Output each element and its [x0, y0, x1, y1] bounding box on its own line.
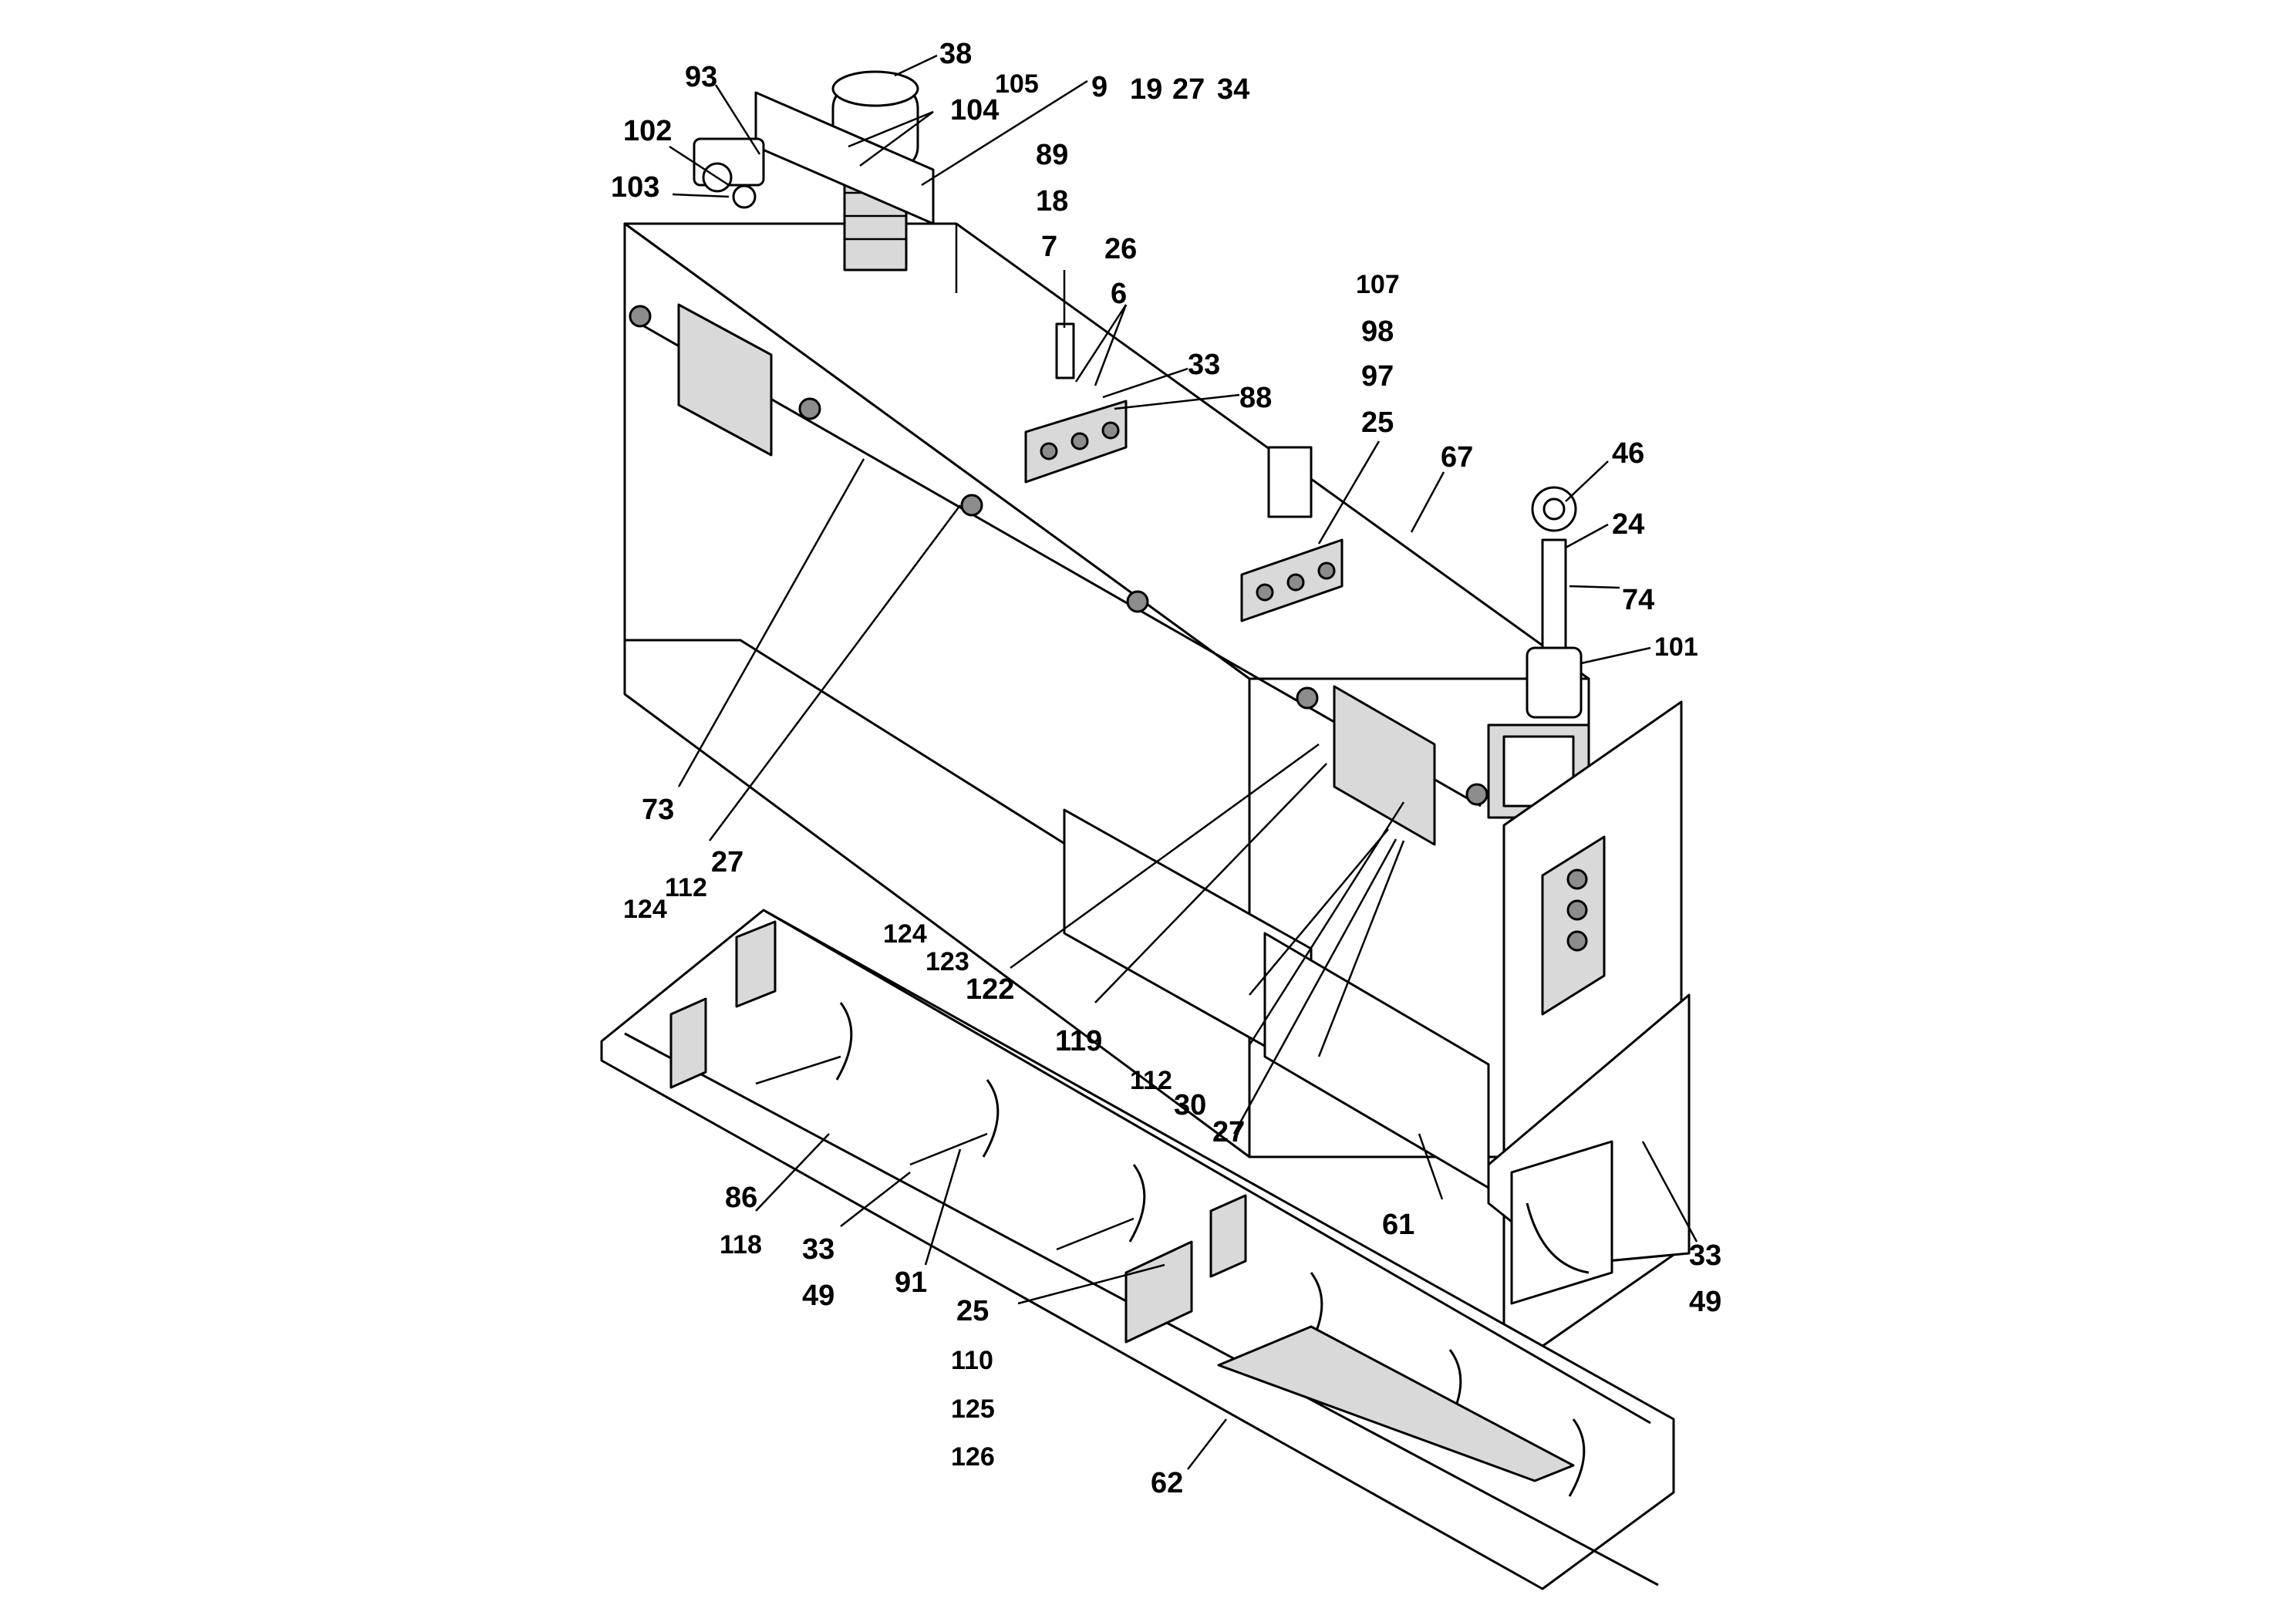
callout-labels: 38 105 9 19 27 34 93 104 102 103 89 18 7…	[611, 38, 1721, 1499]
callout-25: 25	[956, 1295, 989, 1327]
callout-123: 123	[925, 947, 969, 976]
callout-125: 125	[951, 1394, 995, 1424]
callout-38: 38	[939, 38, 972, 70]
callout-91: 91	[895, 1266, 927, 1299]
callout-102: 102	[623, 115, 672, 147]
callout-6: 6	[1111, 278, 1127, 310]
callout-126: 126	[951, 1442, 995, 1472]
callout-112: 112	[665, 873, 707, 902]
callout-103: 103	[611, 171, 659, 204]
callout-67: 67	[1441, 441, 1473, 474]
callout-110: 110	[951, 1346, 993, 1375]
callout-18: 18	[1036, 185, 1068, 218]
side-chute	[1487, 993, 1691, 1305]
callout-124: 124	[623, 895, 667, 924]
callout-27: 27	[1212, 1116, 1245, 1148]
callout-118: 118	[720, 1230, 762, 1259]
lower-trough	[600, 909, 1675, 1590]
callout-27: 27	[711, 846, 743, 878]
callout-7: 7	[1041, 231, 1057, 263]
callout-97: 97	[1361, 360, 1394, 393]
callout-9: 9	[1091, 71, 1108, 103]
callout-33: 33	[1188, 349, 1220, 381]
callout-88: 88	[1239, 382, 1272, 414]
callout-46: 46	[1612, 437, 1644, 470]
callout-86: 86	[725, 1182, 757, 1214]
callout-107: 107	[1356, 270, 1400, 299]
callout-49: 49	[1689, 1286, 1721, 1318]
leader-lines	[669, 54, 1698, 1470]
callout-24: 24	[1612, 508, 1644, 541]
callout-27: 27	[1172, 73, 1205, 106]
top-left-fittings	[693, 137, 765, 209]
callout-33: 33	[802, 1233, 834, 1266]
callout-19: 19	[1130, 73, 1162, 106]
callout-30: 30	[1174, 1089, 1206, 1121]
callout-25: 25	[1361, 406, 1394, 439]
callout-93: 93	[685, 61, 717, 93]
callout-26: 26	[1104, 233, 1137, 265]
callout-61: 61	[1382, 1209, 1414, 1241]
callout-33: 33	[1689, 1239, 1721, 1272]
callout-73: 73	[642, 794, 674, 826]
callout-98: 98	[1361, 315, 1394, 348]
callout-122: 122	[966, 973, 1014, 1006]
callout-101: 101	[1654, 632, 1698, 662]
callout-74: 74	[1622, 584, 1654, 616]
callout-49: 49	[802, 1280, 834, 1312]
hydraulic-cylinder	[1526, 486, 1583, 719]
callout-112: 112	[1130, 1066, 1172, 1095]
callout-62: 62	[1151, 1467, 1183, 1499]
callout-119: 119	[1055, 1025, 1102, 1057]
clamp-blocks	[1024, 322, 1344, 622]
drive-motor	[754, 70, 935, 271]
callout-104: 104	[950, 94, 999, 126]
callout-105: 105	[995, 69, 1039, 99]
callout-34: 34	[1217, 73, 1249, 106]
callout-89: 89	[1036, 139, 1068, 171]
callout-124: 124	[883, 919, 927, 949]
